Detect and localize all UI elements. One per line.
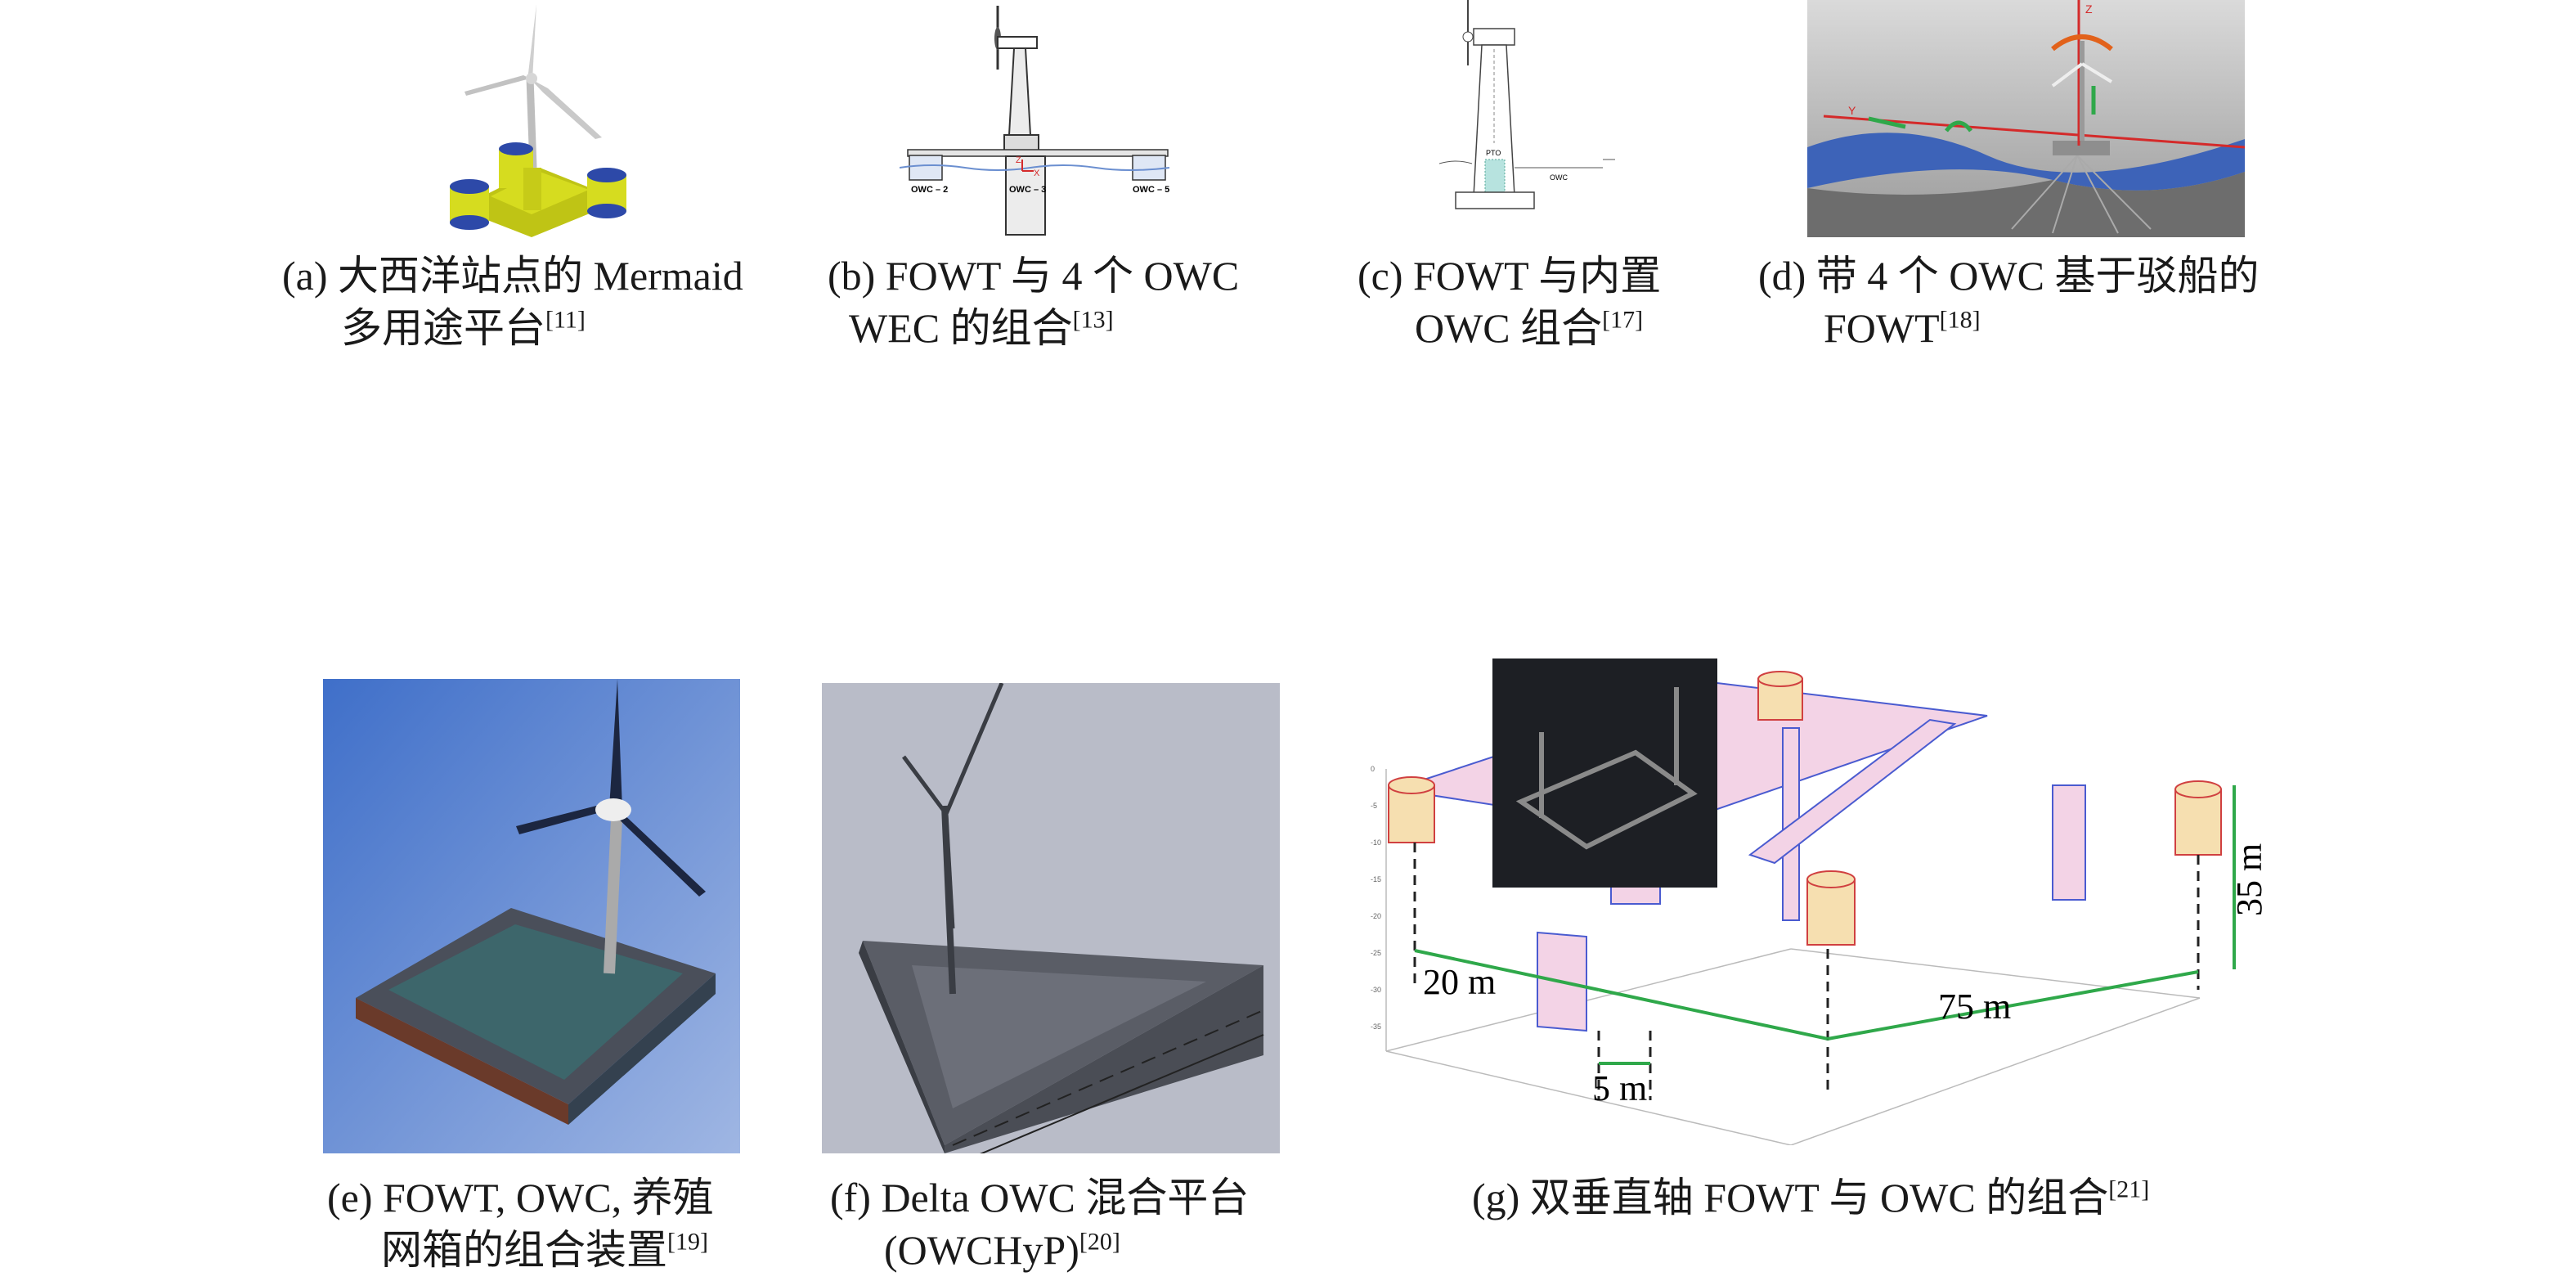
caption-d-line1: (d) 带 4 个 OWC 基于驳船的 [1758,253,2260,299]
caption-f-line2: (OWCHyP) [884,1227,1079,1273]
caption-b-ref: [13] [1072,306,1114,334]
caption-f-ref: [20] [1079,1228,1120,1256]
caption-d: (d) 带 4 个 OWC 基于驳船的 FOWT[18] [1758,249,2259,354]
b-axis-z: Z [1016,155,1021,165]
caption-b-line2: WEC 的组合 [849,305,1073,351]
c-label-owc: OWC [1550,173,1568,182]
d-axis-y: Y [1848,104,1856,117]
g-ztick-30: -30 [1371,986,1381,994]
c-label-pto: PTO [1486,149,1501,157]
panel-f-image [822,683,1280,1153]
caption-f: (f) Delta OWC 混合平台 (OWCHyP)[20] [830,1171,1249,1276]
caption-c-line1: (c) FOWT 与内置 [1358,253,1662,299]
g-dim-5m: 5 m [1592,1068,1647,1108]
g-ztick-10: -10 [1371,838,1381,847]
caption-c: (c) FOWT 与内置 OWC 组合[17] [1358,249,1661,354]
caption-e-ref: [19] [667,1228,708,1256]
g-dim-20m: 20 m [1423,962,1496,1002]
d-axis-z: Z [2085,2,2093,16]
caption-e-line1: (e) FOWT, OWC, 养殖 [327,1175,714,1220]
g-dim-75m: 75 m [1938,987,2011,1027]
caption-a-line2: 多用途平台 [341,305,545,351]
b-axis-x: X [1034,169,1040,178]
b-label-owc3: OWC – 3 [1009,185,1046,195]
panel-c-image: PTO OWC [1439,0,1627,221]
caption-c-line2: OWC 组合 [1415,305,1603,351]
g-ztick-15: -15 [1371,875,1381,883]
g-ztick-20: -20 [1371,912,1381,920]
caption-a: (a) 大西洋站点的 Mermaid 多用途平台[11] [282,249,743,354]
panel-d-image: Z Y [1807,0,2245,237]
g-dim-35m: 35 m [2229,843,2265,916]
g-ztick-5: -5 [1371,802,1377,810]
caption-d-line2: FOWT [1824,305,1940,351]
g-ztick-25: -25 [1371,949,1381,957]
caption-e: (e) FOWT, OWC, 养殖 网箱的组合装置[19] [327,1171,714,1276]
caption-e-line2: 网箱的组合装置 [381,1227,667,1273]
caption-b-line1: (b) FOWT 与 4 个 OWC [828,253,1240,299]
caption-g-ref: [21] [2108,1175,2150,1203]
b-label-owc2: OWC – 2 [911,185,948,195]
caption-a-line1: (a) 大西洋站点的 Mermaid [282,253,743,299]
panel-e-image [323,679,740,1153]
b-label-owc5: OWC – 5 [1133,185,1169,195]
g-ztick-0: 0 [1371,765,1375,773]
caption-g: (g) 双垂直轴 FOWT 与 OWC 的组合[21] [1472,1171,2149,1224]
panel-b-image: Z X OWC – 2 OWC – 3 OWC – 5 [900,4,1210,237]
panel-a-image [442,0,638,237]
caption-b: (b) FOWT 与 4 个 OWC WEC 的组合[13] [828,249,1239,354]
caption-g-line1: (g) 双垂直轴 FOWT 与 OWC 的组合 [1472,1175,2109,1220]
caption-a-ref: [11] [545,306,586,334]
caption-f-line1: (f) Delta OWC 混合平台 [830,1175,1250,1220]
caption-c-ref: [17] [1602,306,1644,334]
g-ztick-35: -35 [1371,1023,1381,1031]
caption-d-ref: [18] [1939,306,1981,334]
panel-g-image: 20 m 75 m 5 m 35 m 0 -5 -10 -15 -20 -25 … [1366,654,2265,1145]
